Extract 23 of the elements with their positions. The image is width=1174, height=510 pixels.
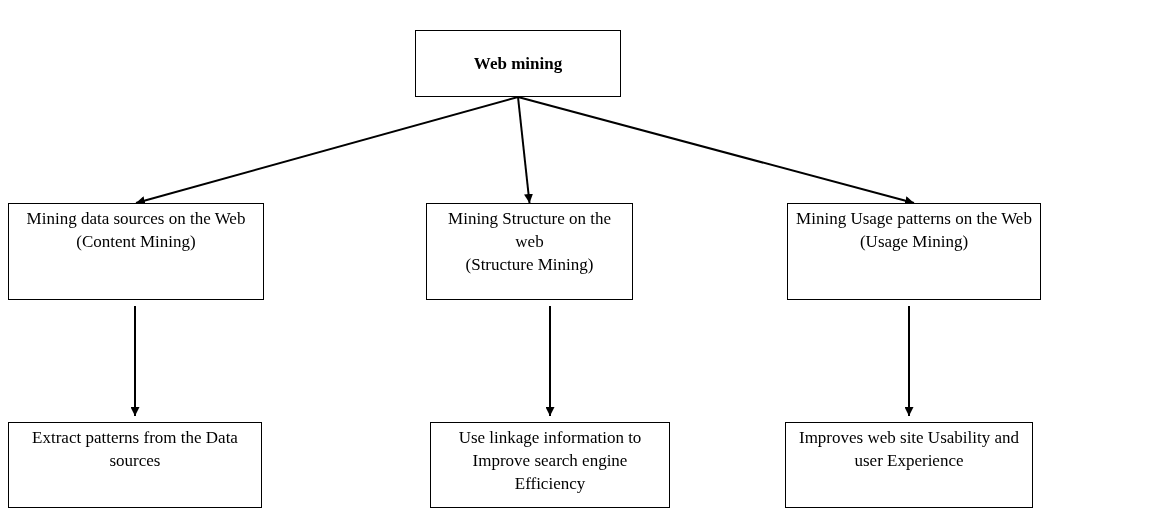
process-box [787,203,1041,300]
box-title: Extract patterns from the Data sources [31,427,239,472]
arrow [130,305,140,417]
process-box [426,203,633,300]
box-title: Mining Usage patterns on the Web [795,208,1033,230]
arrow [517,96,533,204]
process-box [430,422,670,508]
box-title: Mining Structure on the web [447,208,612,253]
box-subtitle: (Structure Mining) [464,253,595,276]
box-subtitle: (Content Mining) [75,230,197,253]
arrow [135,96,519,205]
arrow [904,305,914,417]
arrow [545,305,555,417]
process-box [8,422,262,508]
box-title: Web mining [472,53,564,75]
process-box [8,203,264,300]
box-title: Mining data sources on the Web [25,208,247,230]
box-title: Improves web site Usability and user Experience [798,427,1020,472]
box-title: Use linkage information to Improve search engine Efficiency [457,427,643,495]
box-subtitle: (Usage Mining) [858,230,970,253]
process-box [785,422,1033,508]
process-box [415,30,621,97]
arrow [517,96,915,205]
